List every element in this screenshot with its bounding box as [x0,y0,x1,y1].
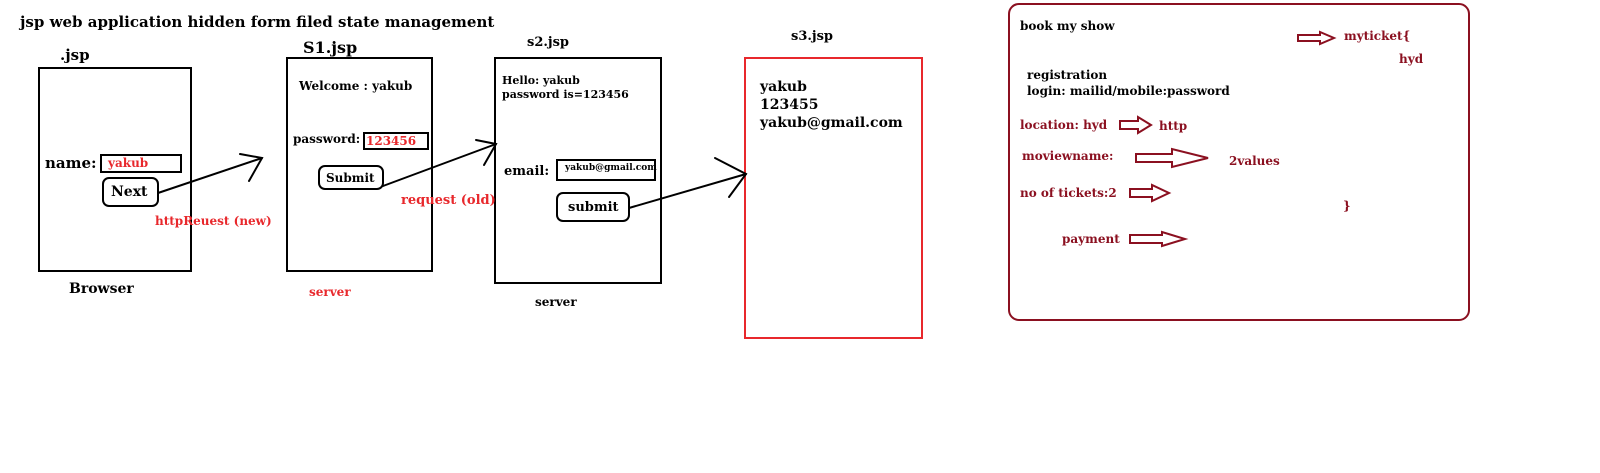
payment-text: payment [1062,232,1120,246]
notes-box [1008,3,1470,321]
s3-page-heading: s3.jsp [791,29,834,44]
s3-page-box [744,57,923,339]
email-input-box [556,159,656,181]
arrow-s2-to-s3 [628,173,747,209]
myticket-arrow-icon [1297,30,1337,46]
s2-page-heading: s2.jsp [527,35,570,50]
s2-submit-button[interactable]: submit [568,200,619,215]
diagram-title: jsp web application hidden form filed st… [20,13,495,31]
new-request-label: httpReuest (new) [155,214,272,228]
s2-server-label: server [535,295,577,309]
browser-label: Browser [69,281,134,297]
login-text: login: mailid/mobile:password [1027,84,1230,98]
old-request-label: request (old) [401,193,496,208]
name-input[interactable]: yakub [108,156,149,170]
name-input-box [100,154,182,173]
notes-heading: book my show [1020,19,1115,33]
arrow-browser-to-s1-head [239,153,264,182]
hyd-text: hyd [1399,52,1424,66]
s2-page-box [494,57,662,284]
s1-server-label: server [309,285,351,299]
s3-email-value: yakub@gmail.com [760,115,903,131]
password-echo-text: password is=123456 [502,88,629,101]
next-button[interactable]: Next [111,184,148,200]
payment-arrow-icon [1129,230,1189,248]
jsp-page-box [38,67,192,272]
arrow-browser-to-s1 [157,157,263,194]
email-input[interactable]: yakub@gmail.com [565,163,657,173]
tickets-text: no of tickets:2 [1020,186,1117,200]
password-input[interactable]: 123456 [366,134,417,148]
arrow-s1-to-s2-head [475,139,498,166]
myticket-text: myticket{ [1344,29,1411,43]
moviename-arrow-icon [1135,147,1209,169]
arrow-s2-to-s3-head [714,157,748,198]
hello-text: Hello: yakub [502,74,580,87]
s3-password-value: 123455 [760,97,819,113]
s1-submit-button[interactable]: Submit [326,171,375,185]
s1-submit-button-box [318,165,384,190]
location-text: location: hyd [1020,118,1108,132]
location-arrow-icon [1119,115,1153,135]
close-brace-text: } [1343,199,1351,213]
password-label: password: [293,132,361,146]
s1-page-heading: S1.jsp [303,38,358,57]
password-input-box [363,132,429,150]
two-values-text: 2values [1229,154,1280,168]
jsp-page-heading: .jsp [60,46,90,64]
welcome-text: Welcome : yakub [299,79,413,93]
arrow-s1-to-s2 [382,143,497,187]
name-label: name: [45,154,97,172]
registration-text: registration [1027,68,1108,82]
http-text: http [1159,119,1188,133]
email-label: email: [504,164,550,179]
s1-page-box [286,57,433,272]
tickets-arrow-icon [1129,183,1172,203]
s3-name-value: yakub [760,79,807,95]
moviename-text: moviewname: [1022,149,1114,163]
